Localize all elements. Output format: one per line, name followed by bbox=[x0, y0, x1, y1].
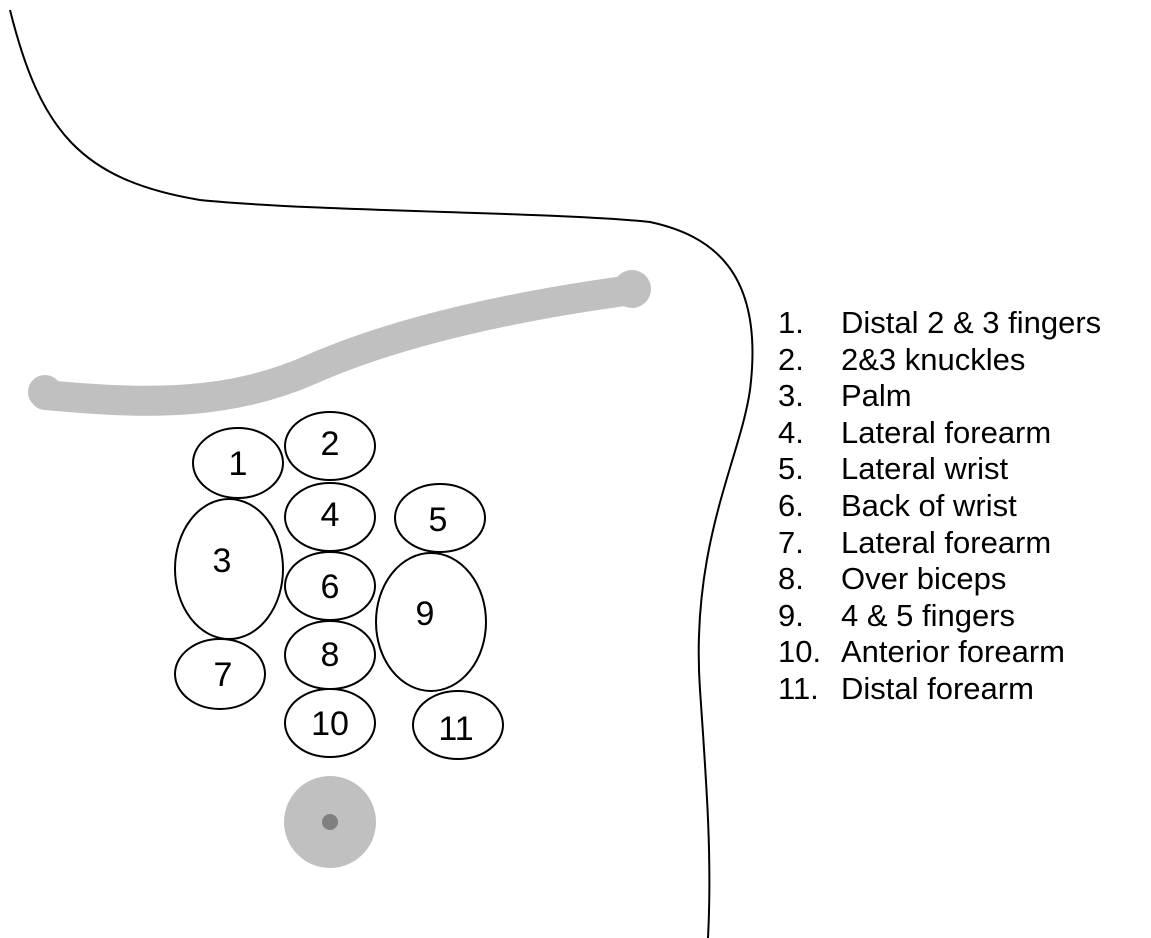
legend-item-number: 9. bbox=[778, 597, 804, 633]
legend-item-number: 6. bbox=[778, 487, 804, 523]
zone-1: 1 bbox=[192, 427, 284, 499]
zone-8: 8 bbox=[284, 620, 376, 690]
legend-item-text: Palm bbox=[841, 378, 912, 414]
legend-item: 5. Lateral wrist bbox=[778, 451, 1101, 488]
legend-item-number: 8. bbox=[778, 561, 804, 597]
zone-1-label: 1 bbox=[229, 445, 248, 483]
zone-5-label: 5 bbox=[429, 501, 448, 539]
zone-6: 6 bbox=[284, 551, 376, 621]
zone-6-label: 6 bbox=[321, 568, 340, 606]
legend-item-number: 2. bbox=[778, 341, 804, 377]
legend-item-text: 4 & 5 fingers bbox=[841, 597, 1016, 633]
zone-4-label: 4 bbox=[321, 496, 340, 534]
legend-item-number: 3. bbox=[778, 378, 804, 414]
band-left-end bbox=[28, 375, 62, 409]
legend-item: 2. 2&3 knuckles bbox=[778, 342, 1101, 379]
legend-item-number: 11. bbox=[778, 670, 819, 706]
zone-10-label: 10 bbox=[311, 705, 349, 743]
grey-band bbox=[30, 275, 647, 416]
zone-9-label: 9 bbox=[416, 595, 435, 633]
body-outline bbox=[9, 9, 754, 938]
legend-item-number: 1. bbox=[778, 305, 804, 340]
zone-10-outline bbox=[284, 688, 376, 758]
legend-item-text: Distal forearm bbox=[841, 670, 1034, 706]
zone-5-outline bbox=[394, 483, 486, 553]
zone-5: 5 bbox=[394, 483, 486, 553]
legend-item: 11. Distal forearm bbox=[778, 671, 1101, 708]
legend-item-text: Back of wrist bbox=[841, 487, 1017, 523]
zone-9-outline bbox=[375, 552, 487, 692]
band-right-end bbox=[613, 270, 651, 308]
zone-legend: 1. Distal 2 & 3 fingers 2. 2&3 knuckles 3.… bbox=[778, 305, 1101, 708]
zone-11: 11 bbox=[412, 690, 504, 760]
zone-2-outline bbox=[284, 411, 376, 481]
legend-item: 3. Palm bbox=[778, 378, 1101, 415]
zone-3: 3 bbox=[174, 498, 284, 640]
legend-item: 7. Lateral forearm bbox=[778, 525, 1101, 562]
legend-item-text: Lateral wrist bbox=[841, 451, 1009, 487]
zone-9: 9 bbox=[375, 552, 487, 692]
zone-4: 4 bbox=[284, 482, 376, 552]
zone-7-label: 7 bbox=[214, 656, 233, 694]
legend-item-number: 5. bbox=[778, 451, 804, 487]
legend-item: 8. Over biceps bbox=[778, 561, 1101, 598]
legend-item-text: Over biceps bbox=[841, 561, 1007, 597]
zone-2-label: 2 bbox=[321, 425, 340, 463]
reference-disc-center bbox=[322, 814, 338, 830]
zone-11-label: 11 bbox=[438, 710, 473, 748]
legend-item-number: 4. bbox=[778, 414, 804, 450]
zone-11-outline bbox=[412, 690, 504, 760]
legend-item-number: 7. bbox=[778, 524, 804, 560]
zone-3-label: 3 bbox=[213, 542, 232, 580]
legend-item: 6. Back of wrist bbox=[778, 488, 1101, 525]
zone-1-outline bbox=[192, 427, 284, 499]
legend-item-number: 10. bbox=[778, 634, 822, 670]
legend-item-text: 2&3 knuckles bbox=[841, 341, 1026, 377]
zone-2: 2 bbox=[284, 411, 376, 481]
zone-8-label: 8 bbox=[321, 636, 340, 674]
zone-7: 7 bbox=[174, 638, 266, 710]
zone-10: 10 bbox=[284, 688, 376, 758]
legend-item: 1. Distal 2 & 3 fingers bbox=[778, 305, 1101, 342]
zone-7-outline bbox=[174, 638, 266, 710]
legend-item: 10. Anterior forearm bbox=[778, 634, 1101, 671]
legend-item-text: Lateral forearm bbox=[841, 524, 1052, 560]
legend-item: 9. 4 & 5 fingers bbox=[778, 598, 1101, 635]
legend-item-text: Distal 2 & 3 fingers bbox=[841, 305, 1102, 340]
legend-item-text: Anterior forearm bbox=[841, 634, 1065, 670]
legend-item-text: Lateral forearm bbox=[841, 414, 1052, 450]
legend-item: 4. Lateral forearm bbox=[778, 415, 1101, 452]
